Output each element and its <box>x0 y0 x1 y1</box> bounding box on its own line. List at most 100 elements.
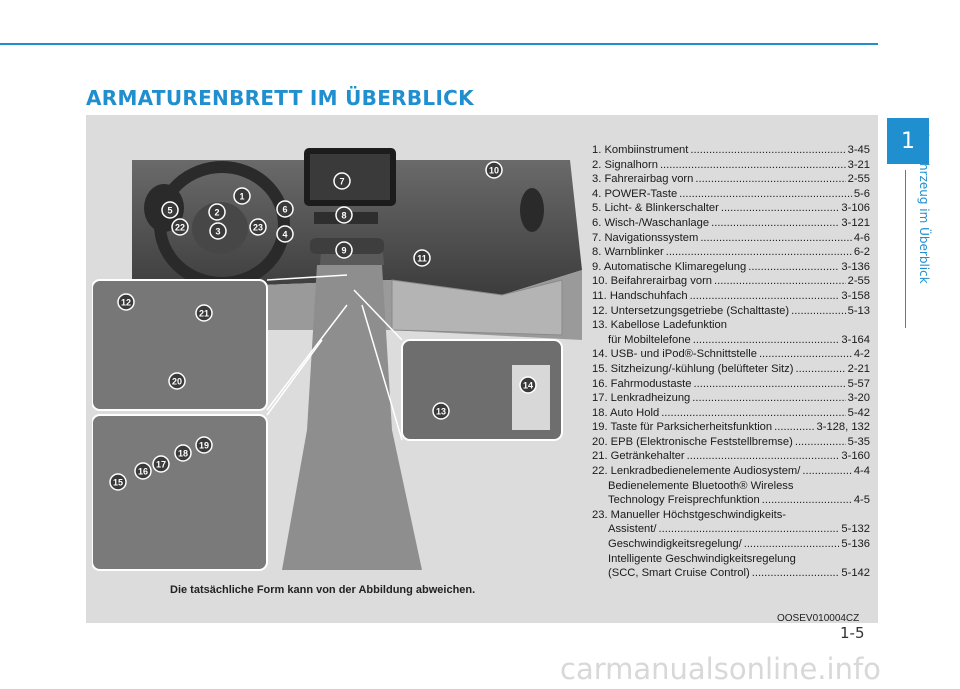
legend-item-label: 18. Auto Hold <box>592 406 660 419</box>
callout-20: 20 <box>168 372 186 390</box>
legend-item-page: 5-142 <box>841 567 870 580</box>
legend-item: 8. Warnblinker 6-2 <box>592 245 870 260</box>
legend-item-page: 3-164 <box>841 333 870 346</box>
leader-dots <box>679 187 852 202</box>
leader-dots <box>714 274 846 289</box>
legend-item-label: Assistent/ <box>608 523 657 536</box>
legend-item-label: 3. Fahrerairbag vorn <box>592 173 694 186</box>
legend-item: 5. Licht- & Blinkerschalter 3-106 <box>592 201 870 216</box>
callout-19: 19 <box>195 436 213 454</box>
callout-23: 23 <box>249 218 267 236</box>
callout-number: 19 <box>199 441 209 451</box>
callout-number: 18 <box>178 449 188 459</box>
side-rule <box>905 170 906 328</box>
legend-item-label: (SCC, Smart Cruise Control) <box>608 567 750 580</box>
leader-dots <box>711 216 839 231</box>
legend-item-label: 12. Untersetzungsgetriebe (Schalttaste) <box>592 304 790 317</box>
callout-2: 2 <box>208 203 226 221</box>
callout-14: 14 <box>519 376 537 394</box>
callout-12: 12 <box>117 293 135 311</box>
leader-dots <box>692 391 845 406</box>
callout-number: 9 <box>341 246 346 256</box>
header-rule <box>0 43 878 45</box>
callout-16: 16 <box>134 462 152 480</box>
leader-dots <box>774 420 814 435</box>
legend-item-label: 7. Navigationssystem <box>592 231 699 244</box>
legend-item-page: 5-13 <box>847 304 870 317</box>
legend-item: 16. Fahrmodustaste5-57 <box>592 377 870 392</box>
legend-item-page: 3-136 <box>841 260 870 273</box>
legend-item: 2. Signalhorn3-21 <box>592 158 870 173</box>
leader-dots <box>762 493 852 508</box>
callout-number: 14 <box>523 381 533 391</box>
callout-number: 10 <box>489 166 499 176</box>
legend-item: 21. Getränkehalter3-160 <box>592 449 870 464</box>
legend-item-label: 19. Taste für Parksicherheitsfunktion <box>592 421 773 434</box>
legend-item: (SCC, Smart Cruise Control) 5-142 <box>592 566 870 581</box>
callout-number: 6 <box>282 205 287 215</box>
callout-17: 17 <box>152 455 170 473</box>
callout-21: 21 <box>195 304 213 322</box>
callout-number: 5 <box>167 206 172 216</box>
leader-dots <box>721 201 840 216</box>
legend-item-label: 9. Automatische Klimaregelung <box>592 260 747 273</box>
legend-item: 7. Navigationssystem4-6 <box>592 231 870 246</box>
leader-dots <box>695 172 845 187</box>
legend-item: 4. POWER-Taste5-6 <box>592 187 870 202</box>
legend-item-label: 17. Lenkradheizung <box>592 392 691 405</box>
legend-item: 23. Manueller Höchstgeschwindigkeits- <box>592 508 870 523</box>
callout-3: 3 <box>209 222 227 240</box>
chapter-title: Ihr Fahrzeug im Überblick <box>917 130 931 284</box>
image-code: OOSEV010004CZ <box>777 613 860 624</box>
leader-dots <box>795 435 846 450</box>
page-number: 1-5 <box>840 624 865 642</box>
leader-dots <box>802 464 851 479</box>
leader-dots <box>795 362 845 377</box>
legend-item: 13. Kabellose Ladefunktion <box>592 318 870 333</box>
leader-dots <box>693 333 840 348</box>
legend-item-label: 16. Fahrmodustaste <box>592 377 692 390</box>
legend-item-label: für Mobiltelefone <box>608 333 691 346</box>
leader-dots <box>748 260 839 275</box>
leader-dots <box>744 537 840 552</box>
legend-item: 10. Beifahrerairbag vorn2-55 <box>592 274 870 289</box>
legend-item: Bedienelemente Bluetooth® Wireless <box>592 479 870 494</box>
callout-number: 7 <box>339 177 344 187</box>
legend-item-label: Bedienelemente Bluetooth® Wireless <box>608 479 794 492</box>
legend-item-page: 5-132 <box>841 523 870 536</box>
legend-item-page: 4-5 <box>853 494 870 507</box>
legend-item: 20. EPB (Elektronische Feststellbremse) 5… <box>592 435 870 450</box>
legend-item: 17. Lenkradheizung3-20 <box>592 391 870 406</box>
callout-number: 20 <box>172 377 182 387</box>
legend-item-label: 10. Beifahrerairbag vorn <box>592 275 713 288</box>
leader-dots <box>690 143 845 158</box>
figure-caption: Die tatsächliche Form kann von der Abbil… <box>170 584 476 596</box>
callout-10: 10 <box>485 161 503 179</box>
callout-15: 15 <box>109 473 127 491</box>
watermark-text: carmanualsonline.info <box>560 652 881 686</box>
leader-dots <box>687 449 840 464</box>
legend-item-label: 8. Warnblinker <box>592 246 664 259</box>
callout-7: 7 <box>333 172 351 190</box>
leader-dots <box>690 289 840 304</box>
callout-6: 6 <box>276 200 294 218</box>
legend-item-page: 3-106 <box>841 202 870 215</box>
legend-item-label: 4. POWER-Taste <box>592 187 678 200</box>
chapter-tab: 1 <box>887 118 929 164</box>
legend-item-label: 15. Sitzheizung/-kühlung (belüfteter Sit… <box>592 362 794 375</box>
legend-item-page: 5-35 <box>847 435 870 448</box>
legend-item-page: 6-2 <box>853 246 870 259</box>
legend-item-label: 20. EPB (Elektronische Feststellbremse) <box>592 435 793 448</box>
legend-list: 1. Kombiinstrument3-452. Signalhorn3-213… <box>592 143 870 581</box>
legend-item: Geschwindigkeitsregelung/5-136 <box>592 537 870 552</box>
legend-item: Intelligente Geschwindigkeitsregelung <box>592 552 870 567</box>
legend-item-label: 5. Licht- & Blinkerschalter <box>592 202 719 215</box>
leader-dots <box>752 566 840 581</box>
callout-11: 11 <box>413 249 431 267</box>
callout-number: 17 <box>156 460 166 470</box>
callout-number: 12 <box>121 298 131 308</box>
legend-item-label: 13. Kabellose Ladefunktion <box>592 319 727 332</box>
callout-9: 9 <box>335 241 353 259</box>
